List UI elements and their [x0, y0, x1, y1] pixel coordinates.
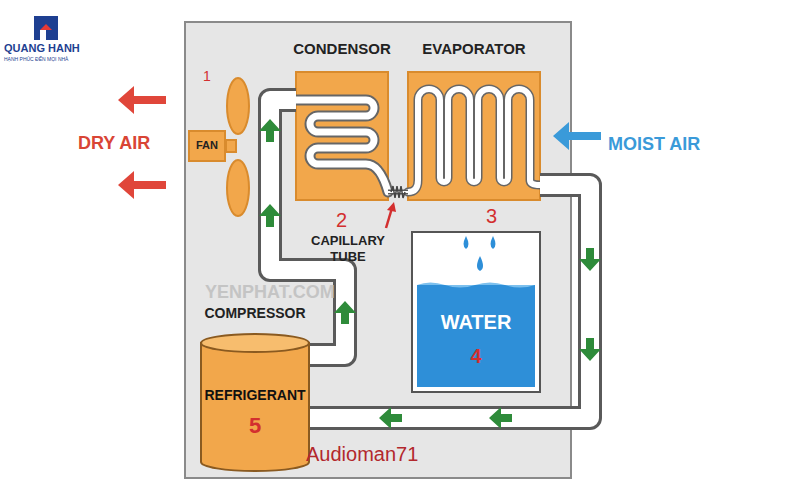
- callout-number: 2: [336, 208, 347, 232]
- logo-name: QUANG HANH: [4, 42, 80, 55]
- water-tank: [412, 232, 540, 392]
- flow-arrow: [259, 204, 281, 227]
- flow-arrow: [379, 407, 402, 429]
- part-name: REFRIGERANT: [200, 387, 310, 404]
- flow-arrow: [579, 248, 601, 271]
- flow-arrow: [259, 119, 281, 142]
- leader-arrow: [386, 202, 396, 228]
- part-heading: COMPRESSOR: [200, 305, 310, 322]
- part-name: WATER: [412, 310, 540, 334]
- condenser-coil: [296, 100, 388, 192]
- evaporator-node: EVAPORATOR: [408, 40, 540, 200]
- moist-air-arrow: [553, 122, 601, 150]
- evaporator-coil: [408, 89, 540, 192]
- evaporator-box: [408, 72, 540, 200]
- flow-arrow: [334, 301, 356, 324]
- callout-number: 5: [200, 413, 310, 439]
- fan-blades: [226, 78, 249, 216]
- fan-box: FAN: [188, 130, 226, 162]
- flow-arrow: [579, 338, 601, 361]
- callout-number: 3: [486, 204, 497, 228]
- logo-icon: [34, 16, 58, 40]
- part-heading: CONDENSOR: [276, 40, 408, 58]
- condenser-box: [296, 72, 388, 200]
- condenser-node: CONDENSOR: [296, 40, 388, 200]
- callout-number: 1: [203, 68, 211, 85]
- part-heading: EVAPORATOR: [408, 40, 540, 58]
- flow-arrow: [489, 407, 512, 429]
- part-name: FAN: [190, 139, 224, 152]
- airflow-label: MOIST AIR: [608, 134, 700, 156]
- part-label: CAPILLARY TUBE: [298, 233, 398, 264]
- signature: Audioman71: [306, 442, 418, 466]
- water-tank-node: WATER 4: [412, 232, 540, 392]
- water-drops: [464, 236, 496, 271]
- watermark: YENPHAT.COM: [205, 282, 335, 304]
- callout-number: 4: [412, 344, 540, 368]
- refrigerant-tube: [310, 185, 590, 418]
- compressor-node: COMPRESSOR REFRIGERANT 5: [200, 305, 310, 472]
- airflow-label: DRY AIR: [78, 133, 150, 155]
- logo-tagline: HẠNH PHÚC ĐẾN MỌI NHÀ: [4, 56, 68, 62]
- capillary-spring: [391, 186, 405, 198]
